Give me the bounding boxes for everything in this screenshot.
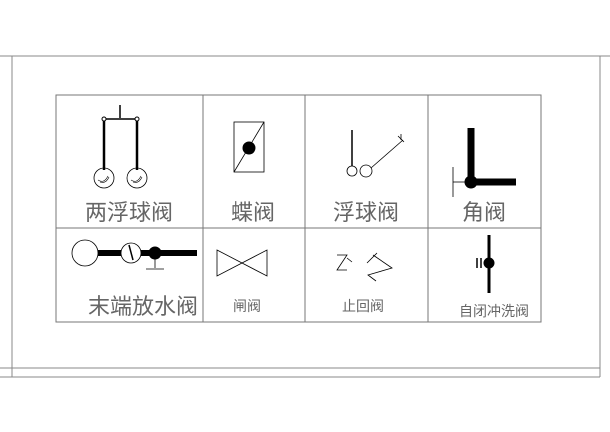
label-double-float-valve: 两浮球阀 bbox=[85, 201, 173, 226]
label-check-valve: 止回阀 bbox=[342, 299, 384, 315]
gate-valve-icon bbox=[216, 249, 268, 277]
end-drain-valve-icon bbox=[71, 239, 197, 270]
label-self-closing-flush-valve: 自闭冲洗阀 bbox=[459, 304, 529, 320]
label-butterfly-valve: 蝶阀 bbox=[231, 201, 275, 226]
double-float-valve-icon bbox=[93, 105, 148, 189]
label-float-valve: 浮球阀 bbox=[333, 201, 399, 226]
float-valve-icon bbox=[346, 130, 405, 178]
self-closing-flush-valve-icon bbox=[476, 235, 495, 293]
symbol-table-grid bbox=[55, 94, 542, 323]
check-valve-icon bbox=[336, 252, 393, 282]
label-end-drain-valve: 末端放水阀 bbox=[88, 295, 198, 320]
drawing-frame bbox=[0, 55, 610, 378]
angle-valve-icon bbox=[452, 128, 516, 197]
butterfly-valve-icon bbox=[233, 121, 265, 173]
label-gate-valve: 闸阀 bbox=[233, 299, 261, 315]
label-angle-valve: 角阀 bbox=[462, 201, 506, 226]
